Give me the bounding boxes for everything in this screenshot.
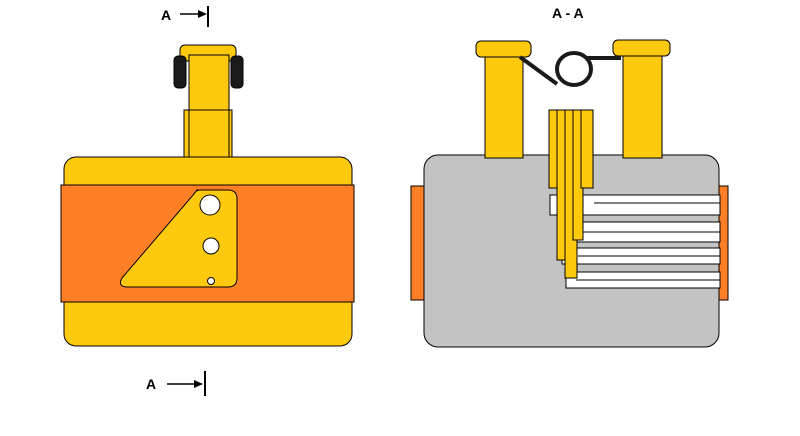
section-marker-bottom-label: A: [146, 376, 156, 392]
arrow-head-icon: [194, 380, 203, 388]
bracket-hole-large: [199, 194, 221, 216]
bracket-hole-small: [207, 277, 215, 285]
right-post: [622, 51, 663, 159]
left-clamp: [173, 55, 187, 89]
left-post: [484, 53, 524, 159]
section-marker-top: A: [161, 6, 209, 27]
section-title: A - A: [552, 5, 584, 21]
front-view: A A: [60, 6, 355, 396]
right-clamp: [230, 55, 244, 89]
left-flange: [410, 185, 426, 301]
arrow-head-icon: [198, 10, 207, 18]
section-marker-bottom: A: [146, 371, 206, 396]
section-marker-top-label: A: [161, 7, 171, 23]
bracket-hole-medium: [202, 237, 220, 255]
stem-base: [183, 109, 233, 161]
slot-1: [549, 194, 721, 216]
section-view: A - A: [410, 5, 729, 348]
left-post-cap: [475, 40, 532, 58]
spring-arm-left: [518, 55, 559, 86]
torsion-spring: [518, 51, 621, 87]
leaf-5: [580, 109, 594, 189]
right-post-cap: [612, 39, 671, 57]
leaf-stack: [548, 109, 594, 279]
spring-coil: [555, 51, 593, 87]
